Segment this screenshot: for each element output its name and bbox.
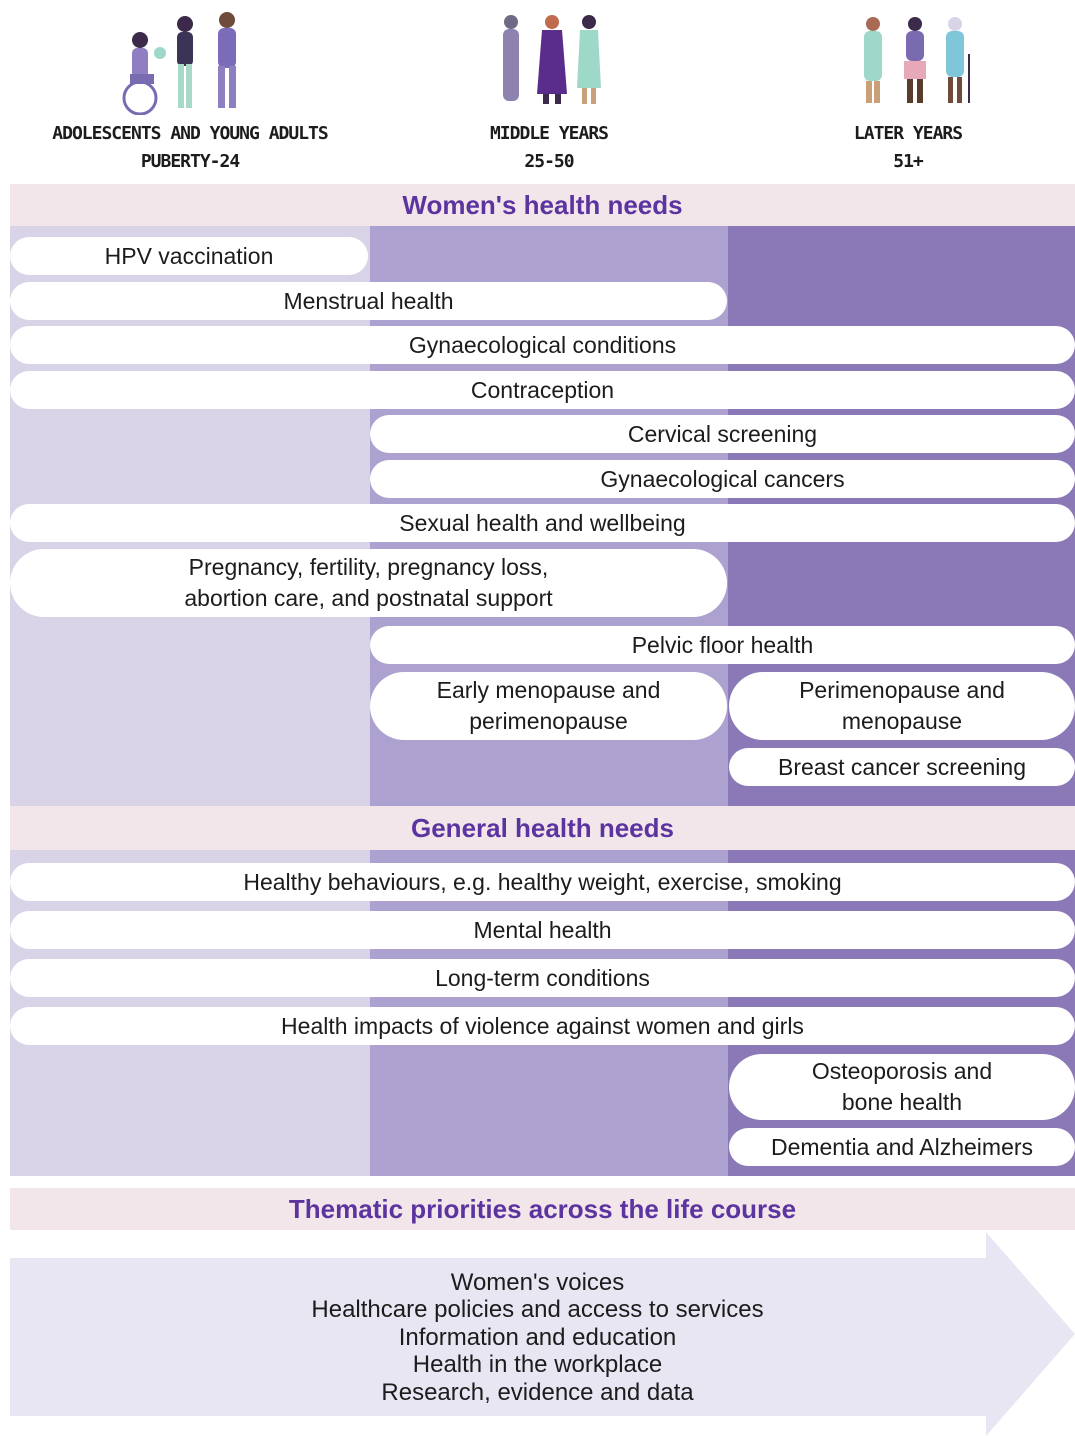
need-contraception: Contraception	[10, 371, 1075, 409]
later-years-figures-illustration	[864, 17, 970, 103]
need-menstrual-health: Menstrual health	[10, 282, 727, 320]
column-title: MIDDLE YEARS	[489, 123, 609, 144]
need-violence-impacts: Health impacts of violence against women…	[10, 1007, 1075, 1045]
thematic-priorities-heading: Thematic priorities across the life cour…	[10, 1188, 1075, 1230]
column-title: LATER YEARS	[853, 123, 963, 144]
general-health-needs-heading: General health needs	[10, 806, 1075, 850]
need-early-menopause-label: Early menopause and perimenopause	[436, 677, 661, 734]
need-healthy-behaviours: Healthy behaviours, e.g. healthy weight,…	[10, 863, 1075, 901]
adolescent-figures-illustration	[122, 12, 236, 115]
life-course-arrow	[10, 1232, 1075, 1436]
need-sexual-health: Sexual health and wellbeing	[10, 504, 1075, 542]
need-early-menopause: Early menopause and perimenopause	[370, 672, 727, 740]
need-long-term-conditions: Long-term conditions	[10, 959, 1075, 997]
need-cervical-screening: Cervical screening	[370, 415, 1075, 453]
thematic-priority-information-education: Information and education	[398, 1324, 677, 1351]
need-osteoporosis: Osteoporosis and bone health	[729, 1054, 1075, 1120]
need-pelvic-floor-health: Pelvic floor health	[370, 626, 1075, 664]
thematic-priority-research-evidence: Research, evidence and data	[381, 1379, 694, 1406]
need-perimenopause-menopause-label: Perimenopause and menopause	[799, 677, 1005, 734]
column-range: 25-50	[524, 151, 574, 172]
need-pregnancy-fertility: Pregnancy, fertility, pregnancy loss, ab…	[10, 549, 727, 617]
need-dementia-alzheimers: Dementia and Alzheimers	[729, 1128, 1075, 1166]
need-gynaecological-conditions: Gynaecological conditions	[10, 326, 1075, 364]
womens-health-needs-heading: Women's health needs	[10, 184, 1075, 226]
thematic-priority-womens-voices: Women's voices	[450, 1269, 625, 1296]
need-osteoporosis-label: Osteoporosis and bone health	[811, 1058, 993, 1115]
column-range: 51+	[893, 151, 924, 172]
need-gynaecological-cancers: Gynaecological cancers	[370, 460, 1075, 498]
column-range: PUBERTY-24	[140, 151, 240, 172]
column-header-middle-years: MIDDLE YEARS 25-50	[389, 120, 709, 176]
need-perimenopause-menopause: Perimenopause and menopause	[729, 672, 1075, 740]
column-header-adolescents: ADOLESCENTS AND YOUNG ADULTS PUBERTY-24	[30, 120, 350, 176]
need-breast-cancer-screening: Breast cancer screening	[729, 748, 1075, 786]
column-title: ADOLESCENTS AND YOUNG ADULTS	[52, 123, 328, 144]
thematic-priority-workplace-health: Health in the workplace	[412, 1351, 663, 1378]
need-hpv-vaccination: HPV vaccination	[10, 237, 368, 275]
need-pregnancy-fertility-label: Pregnancy, fertility, pregnancy loss, ab…	[184, 554, 553, 611]
column-header-later-years: LATER YEARS 51+	[748, 120, 1068, 176]
need-mental-health: Mental health	[10, 911, 1075, 949]
middle-years-figures-illustration	[503, 15, 601, 104]
thematic-priority-healthcare-policies: Healthcare policies and access to servic…	[311, 1296, 764, 1323]
